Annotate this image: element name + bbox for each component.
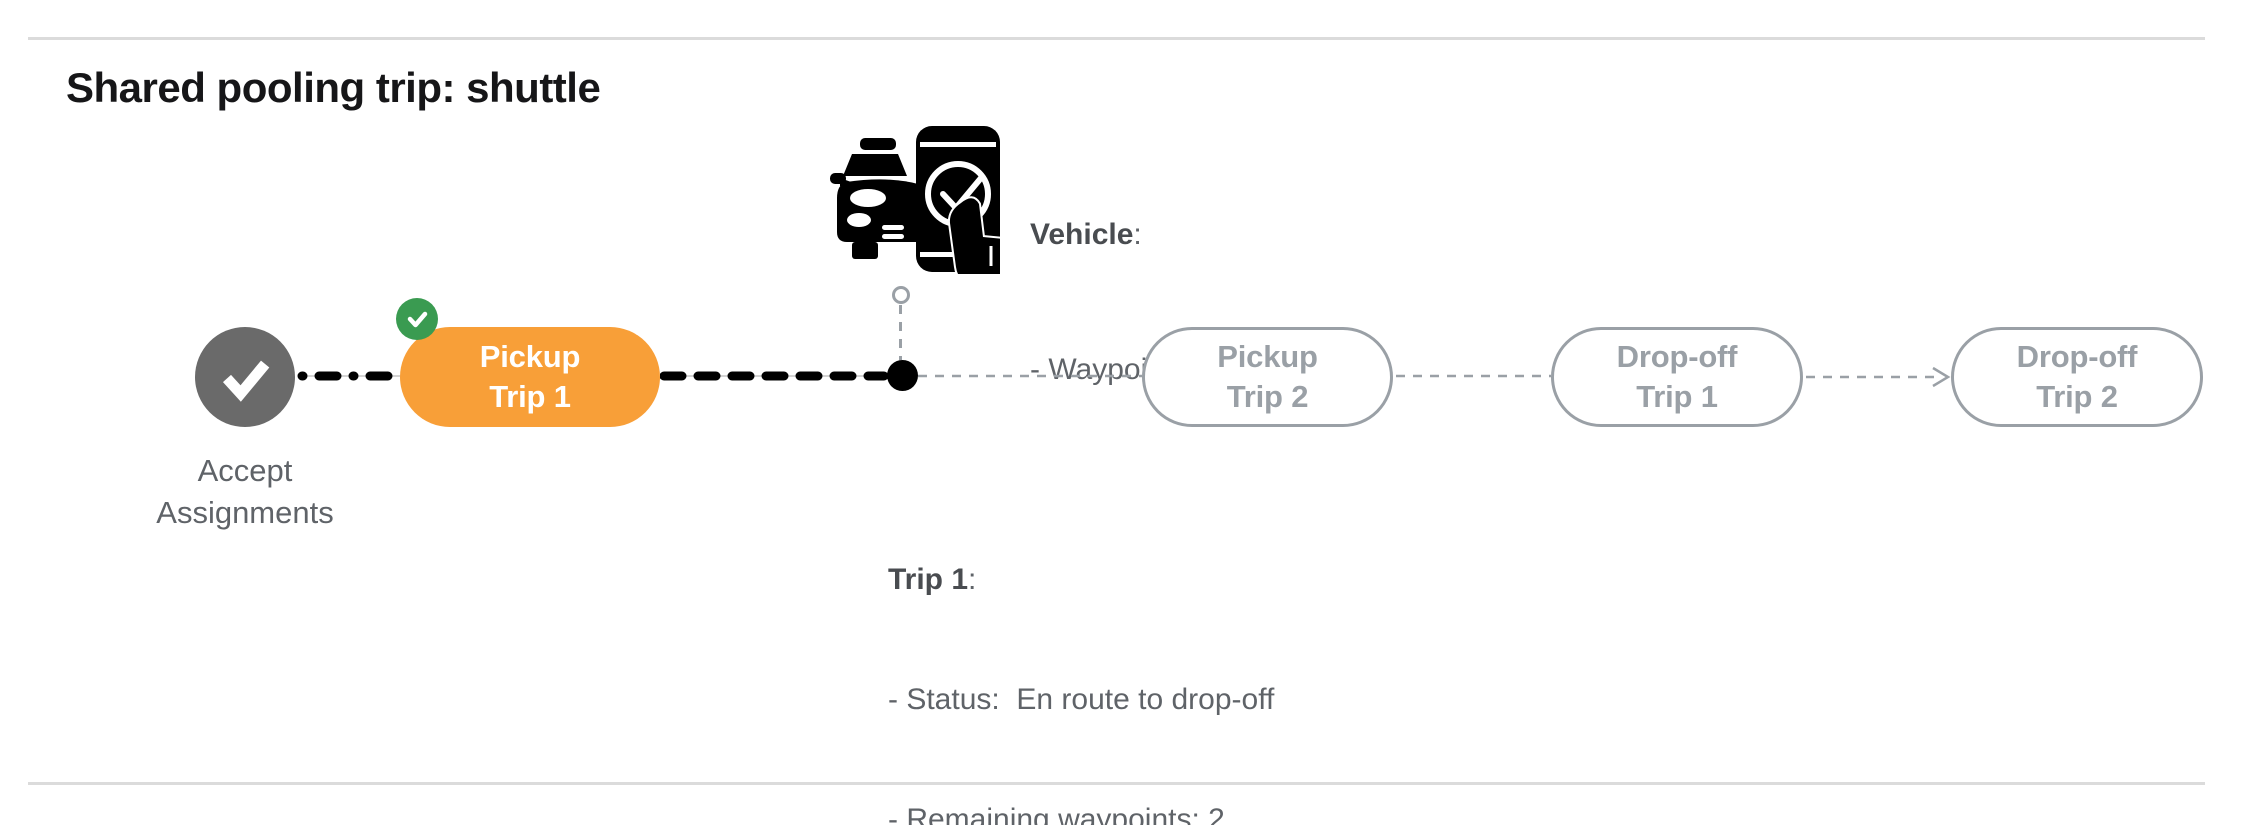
vehicle-connector-circle bbox=[892, 286, 910, 304]
current-position-dot bbox=[887, 360, 918, 391]
pill-pickup-trip-1: Pickup Trip 1 bbox=[400, 327, 660, 427]
vehicle-connector-line bbox=[899, 305, 902, 360]
pill-pickup-trip-2: Pickup Trip 2 bbox=[1142, 327, 1393, 427]
accept-assignments-label: Accept Assignments bbox=[156, 453, 334, 530]
checkmark-icon bbox=[222, 360, 270, 402]
vehicle-info: Vehicle: - Waypoints: 3 bbox=[1030, 122, 1221, 482]
car-phone-check-icon bbox=[830, 126, 1000, 274]
trip-info: Trip 1: - Status: En route to drop-off -… bbox=[888, 480, 1274, 825]
trip1-waypoints-line: - Remaining waypoints: 2 bbox=[888, 803, 1225, 825]
connector-completed-2 bbox=[660, 371, 888, 381]
vehicle-info-heading: Vehicle: bbox=[1030, 218, 1142, 251]
arrowhead-icon bbox=[1932, 366, 1951, 388]
top-divider bbox=[28, 37, 2205, 40]
connector-upcoming-1 bbox=[918, 374, 1142, 378]
bottom-divider bbox=[28, 782, 2205, 785]
trip1-heading: Trip 1: bbox=[888, 563, 977, 596]
accept-assignments-node bbox=[195, 327, 295, 427]
pill-dropoff-trip-2: Drop-off Trip 2 bbox=[1951, 327, 2203, 427]
connector-upcoming-2 bbox=[1396, 374, 1551, 378]
page-title: Shared pooling trip: shuttle bbox=[66, 64, 601, 111]
connector-upcoming-3 bbox=[1806, 366, 1951, 388]
connector-completed-1 bbox=[297, 371, 404, 381]
completed-check-badge-icon bbox=[396, 298, 438, 340]
pill-dropoff-trip-1: Drop-off Trip 1 bbox=[1551, 327, 1803, 427]
trip1-status-line: - Status: En route to drop-off bbox=[888, 683, 1275, 716]
